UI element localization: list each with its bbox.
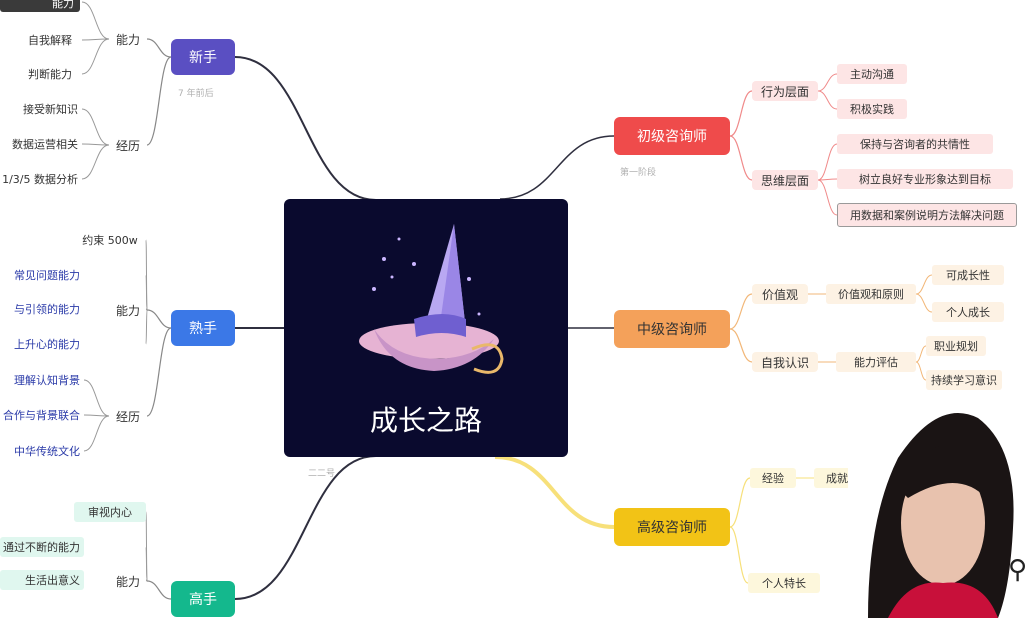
- mid-value-sub[interactable]: 价值观和原则: [826, 284, 916, 304]
- presenter-image: ⚲: [848, 398, 1031, 618]
- newbie-exp-3[interactable]: 1/3/5 数据分析: [2, 173, 78, 186]
- link-root-expert: [234, 455, 377, 600]
- link-junior-thought: [729, 135, 753, 181]
- skilled-top[interactable]: 约束 500w: [82, 234, 138, 247]
- skilled-experience[interactable]: 经历: [115, 409, 140, 424]
- newbie-exp-1[interactable]: 接受新知识: [23, 103, 78, 116]
- link-newbie-ab-0: [81, 1, 110, 40]
- junior-action[interactable]: 行为层面: [752, 81, 818, 101]
- link-mid-self: [729, 328, 753, 363]
- skilled-exp-2[interactable]: 合作与背景联合: [3, 409, 80, 422]
- link-junior-action: [729, 90, 753, 137]
- branch-senior[interactable]: 高级咨询师: [614, 508, 730, 546]
- link-mid-value-0: [915, 274, 933, 295]
- newbie-abilities[interactable]: 能力: [115, 32, 140, 47]
- newbie-note: 7 年前后: [178, 89, 214, 99]
- branch-mid[interactable]: 中级咨询师: [614, 310, 730, 348]
- skilled-ability-2[interactable]: 与引领的能力: [14, 303, 80, 316]
- branch-expert[interactable]: 高手: [171, 581, 235, 617]
- branch-newbie[interactable]: 新手: [171, 39, 235, 75]
- skilled-ability-1[interactable]: 常见问题能力: [14, 269, 80, 282]
- newbie-ability-1[interactable]: 能力: [0, 0, 80, 12]
- mid-self-2[interactable]: 持续学习意识: [926, 370, 1002, 390]
- expert-ability-1[interactable]: 通过不断的能力: [0, 537, 84, 557]
- expert-top[interactable]: 审视内心: [74, 502, 146, 522]
- link-newbie-ex-1: [81, 143, 110, 146]
- link-junior-action-0: [817, 73, 838, 92]
- link-newbie-sub-0: [146, 38, 172, 58]
- link-skilled-ab-1: [145, 274, 148, 311]
- newbie-experience[interactable]: 经历: [115, 138, 140, 153]
- senior-item-1[interactable]: 经验: [750, 468, 796, 488]
- link-newbie-sub-1: [146, 56, 172, 146]
- link-newbie-ex-0: [81, 108, 110, 146]
- link-newbie-ex-2: [81, 144, 110, 180]
- skilled-exp-1[interactable]: 理解认知背景: [14, 374, 80, 387]
- link-senior-3: [729, 526, 749, 584]
- link-expert-ab-2: [145, 579, 148, 582]
- link-junior-thought-0: [817, 143, 838, 181]
- skilled-abilities[interactable]: 能力: [115, 303, 140, 318]
- link-skilled-ab-3: [145, 309, 148, 345]
- skilled-exp-3[interactable]: 中华传统文化: [14, 445, 80, 458]
- junior-thought[interactable]: 思维层面: [752, 170, 818, 190]
- link-senior-1: [729, 477, 751, 528]
- webcam-overlay: ⚲: [848, 398, 1031, 618]
- link-mid-value: [729, 293, 753, 330]
- link-mid-self-1: [915, 361, 927, 381]
- mid-value[interactable]: 价值观: [752, 284, 808, 304]
- link-mid-value-1: [915, 293, 933, 313]
- branch-junior[interactable]: 初级咨询师: [614, 117, 730, 155]
- link-skilled-sub-1: [146, 327, 172, 417]
- mid-value-2[interactable]: 个人成长: [932, 302, 1004, 322]
- newbie-exp-2[interactable]: 数据运营相关: [12, 138, 78, 151]
- junior-action-2[interactable]: 积极实践: [837, 99, 907, 119]
- junior-action-1[interactable]: 主动沟通: [837, 64, 907, 84]
- mid-self[interactable]: 自我认识: [752, 352, 818, 372]
- mid-self-sub[interactable]: 能力评估: [836, 352, 916, 372]
- skilled-ability-3[interactable]: 上升心的能力: [14, 338, 80, 351]
- svg-text:⚲: ⚲: [1008, 555, 1027, 585]
- junior-thought-3[interactable]: 用数据和案例说明方法解决问题: [837, 203, 1017, 227]
- branch-skilled[interactable]: 熟手: [171, 310, 235, 346]
- link-root-newbie: [234, 56, 377, 201]
- link-junior-action-1: [817, 90, 838, 110]
- link-skilled-ex-1: [83, 414, 110, 417]
- link-root-senior: [494, 455, 615, 529]
- newbie-ability-3[interactable]: 判断能力: [28, 68, 72, 81]
- link-newbie-ab-1: [81, 38, 110, 41]
- link-expert-sub: [146, 580, 172, 600]
- link-junior-thought-2: [817, 179, 838, 216]
- link-expert-ab-1: [145, 546, 148, 582]
- newbie-ability-2[interactable]: 自我解释: [28, 34, 72, 47]
- link-newbie-ab-2: [81, 38, 110, 75]
- junior-thought-1[interactable]: 保持与咨询者的共情性: [837, 134, 993, 154]
- wizard-hat-icon: [359, 224, 504, 374]
- junior-note: 第一阶段: [620, 168, 657, 178]
- link-mid-self-0: [915, 345, 927, 363]
- expert-ability-2[interactable]: 生活出意义: [0, 570, 84, 590]
- expert-abilities[interactable]: 能力: [115, 574, 140, 589]
- link-root-junior: [499, 135, 615, 200]
- link-skilled-ex-2: [83, 415, 110, 452]
- link-junior-thought-1: [817, 178, 838, 181]
- mid-self-1[interactable]: 职业规划: [926, 336, 986, 356]
- root-note: 二二号: [308, 469, 336, 479]
- link-skilled-ex-0: [83, 379, 110, 417]
- link-skilled-sub-0: [146, 309, 172, 329]
- root-title: 成长之路: [369, 404, 482, 437]
- root-node[interactable]: 成长之路: [284, 199, 568, 457]
- junior-thought-2[interactable]: 树立良好专业形象达到目标: [837, 169, 1013, 189]
- mid-value-1[interactable]: 可成长性: [932, 265, 1004, 285]
- senior-item-3[interactable]: 个人特长: [748, 573, 820, 593]
